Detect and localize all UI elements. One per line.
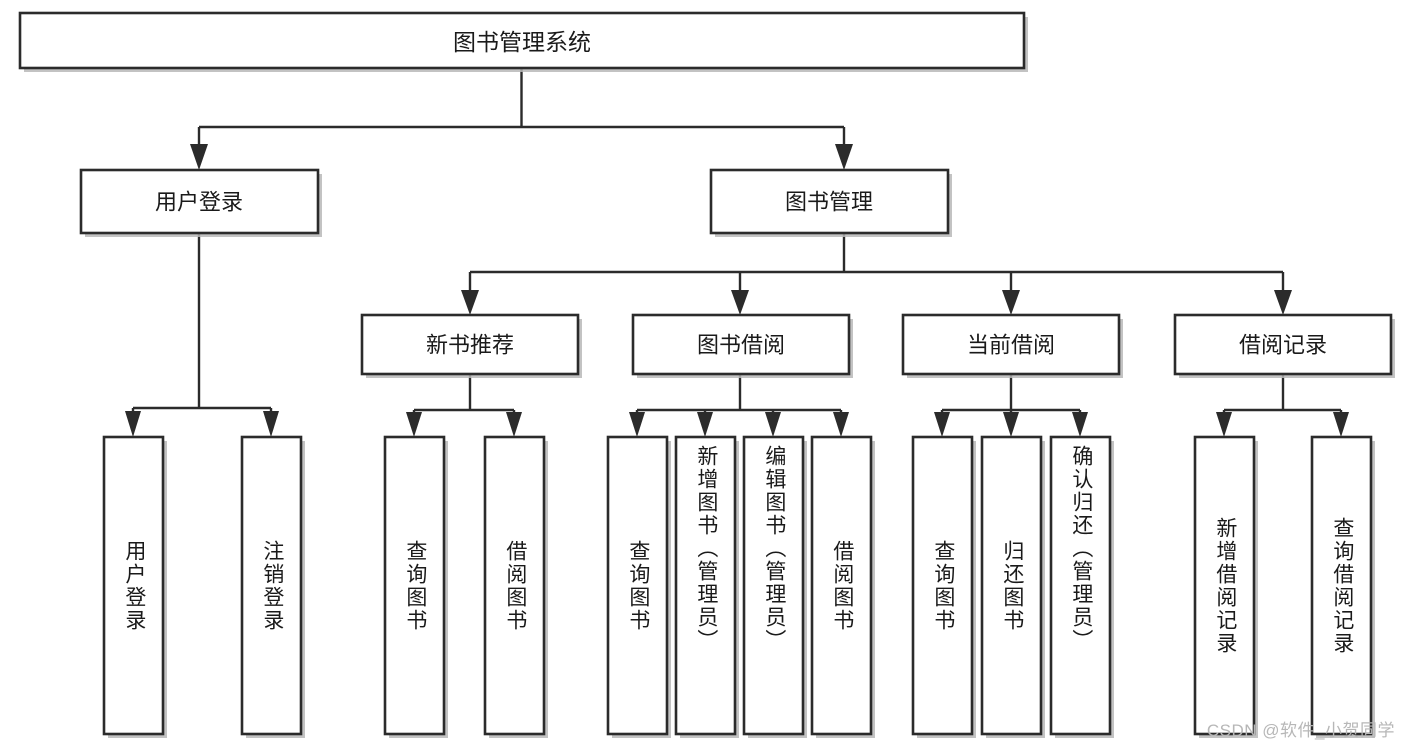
node-user-login[interactable] [79, 168, 320, 235]
node-leaf-query-book-2[interactable] [606, 435, 669, 736]
arrowhead-borrow-record [1274, 290, 1292, 315]
node-leaf-borrow-book-1[interactable] [483, 435, 546, 736]
arrowhead-book-borrow [731, 290, 749, 315]
label-root: 图书管理系统 [453, 29, 591, 55]
arrowhead-current-borrow [1002, 290, 1020, 315]
label-book-mgmt: 图书管理 [785, 190, 873, 215]
arrowhead-leaf-query-book-3 [934, 412, 950, 437]
node-leaf-borrow-book-2[interactable] [810, 435, 873, 736]
arrowhead-leaf-query-book-2 [629, 412, 645, 437]
label-book-borrow: 图书借阅 [697, 333, 785, 358]
node-leaf-confirm-return[interactable] [1049, 435, 1112, 736]
label-group: 图书管理系统 用户登录 图书管理 新书推荐 图书借阅 当前借阅 借阅记录 [155, 29, 1327, 358]
node-leaf-query-book-1[interactable] [383, 435, 446, 736]
arrowhead-leaf-add-book [697, 412, 713, 437]
arrowhead-leaf-borrow-book-1 [506, 412, 522, 437]
arrowhead-leaf-user-login [125, 411, 141, 437]
node-root[interactable] [18, 11, 1026, 70]
node-leaf-add-book[interactable] [674, 435, 737, 736]
arrowhead-leaf-add-record [1216, 412, 1232, 437]
node-borrow-record[interactable] [1173, 313, 1393, 376]
node-leaf-logout[interactable] [240, 435, 303, 736]
arrowhead-new-book-rec [461, 290, 479, 315]
arrowhead-leaf-return-book [1003, 412, 1019, 437]
node-book-mgmt[interactable] [709, 168, 950, 235]
node-leaf-edit-book[interactable] [742, 435, 805, 736]
arrowhead-leaf-edit-book [765, 412, 781, 437]
arrowhead-leaf-logout [263, 411, 279, 437]
label-user-login: 用户登录 [155, 190, 243, 215]
node-leaf-user-login[interactable] [102, 435, 165, 736]
box-group [18, 11, 1393, 736]
node-book-borrow[interactable] [631, 313, 851, 376]
label-current-borrow: 当前借阅 [967, 333, 1055, 358]
node-leaf-add-record[interactable] [1193, 435, 1256, 736]
node-new-book-rec[interactable] [360, 313, 580, 376]
arrowhead-book-mgmt [835, 144, 853, 170]
node-leaf-query-record[interactable] [1310, 435, 1373, 736]
label-new-book-rec: 新书推荐 [426, 333, 514, 358]
arrowhead-leaf-confirm-return [1072, 412, 1088, 437]
node-leaf-return-book[interactable] [980, 435, 1043, 736]
label-borrow-record: 借阅记录 [1239, 333, 1327, 358]
arrowhead-leaf-query-record [1333, 412, 1349, 437]
arrowhead-leaf-query-book-1 [406, 412, 422, 437]
connector-group [125, 68, 1349, 437]
arrowhead-leaf-borrow-book-2 [833, 412, 849, 437]
node-current-borrow[interactable] [901, 313, 1121, 376]
watermark-text: CSDN @软件_小贺同学 [1206, 721, 1395, 740]
arrowhead-user-login [190, 144, 208, 170]
node-leaf-query-book-3[interactable] [911, 435, 974, 736]
